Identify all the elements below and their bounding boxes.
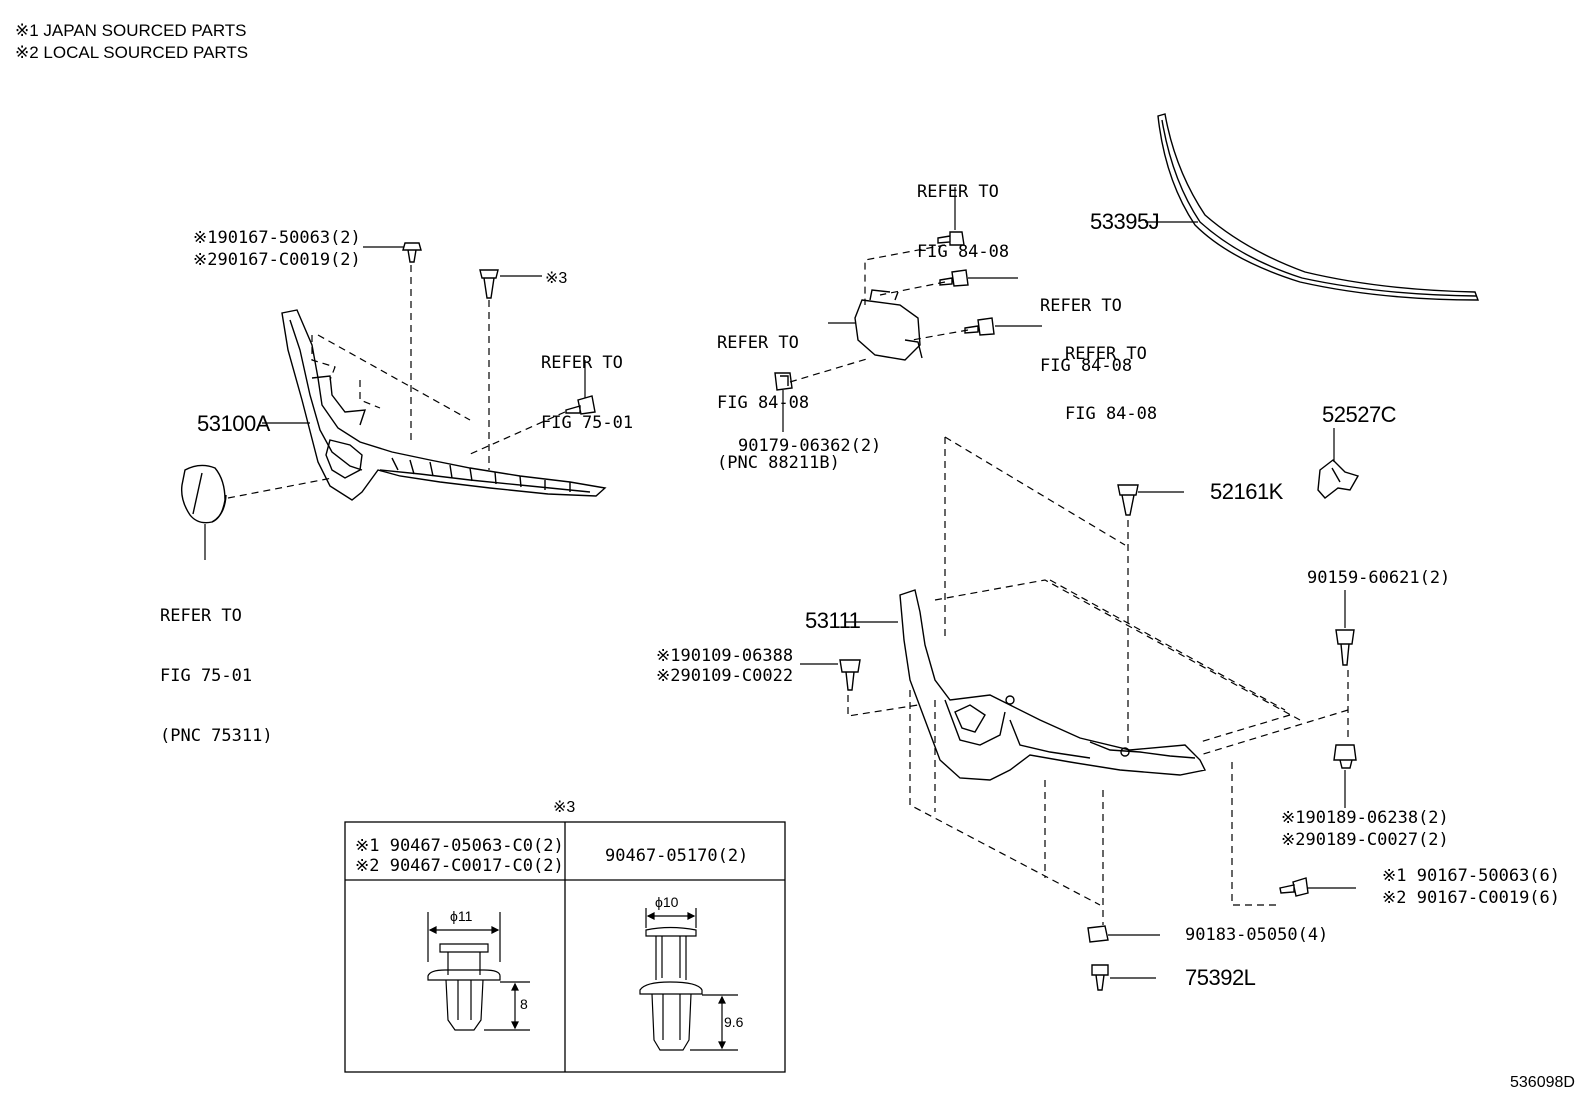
drawing-id: 536098D <box>1510 1074 1575 1091</box>
refer-to-text: REFER TO <box>1040 296 1122 316</box>
label-refer-84-08-low: REFER TO FIG 84-08 <box>1065 304 1157 444</box>
clip-table-frame <box>344 821 786 1073</box>
refer-to-text: REFER TO <box>717 333 799 353</box>
label-bolt-2: ※290109-C0022 <box>656 666 794 686</box>
label-refer-sensor: REFER TO FIG 84-08 (PNC 88211B) <box>717 293 840 493</box>
fig-ref-text: FIG 84-08 <box>1065 404 1158 424</box>
molding-53395j-drawing <box>1157 113 1480 301</box>
clip-left-length: 8 <box>520 996 528 1012</box>
clip-right-head: 90467-05170(2) <box>605 846 749 866</box>
grille-53100a-drawing <box>281 309 607 501</box>
refer-to-text: REFER TO <box>160 606 242 626</box>
label-screw-top-2: ※290167-C0019(2) <box>193 250 361 270</box>
fastener-drawings <box>402 231 1357 991</box>
label-90159: 90159-60621(2) <box>1307 568 1451 588</box>
clip-left-diameter: ϕ11 <box>450 908 473 924</box>
label-refer-84-08-top: REFER TO FIG 84-08 <box>917 142 1009 282</box>
label-52527c: 52527C <box>1322 402 1397 427</box>
sensor-drawing <box>854 289 923 361</box>
clip-right-diameter: ϕ10 <box>655 894 679 910</box>
refer-to-text: REFER TO <box>541 353 623 373</box>
leader-lines <box>204 187 1356 979</box>
fig-ref-text: FIG 75-01 <box>160 666 253 686</box>
label-screw-r-1: ※1 90167-50063(6) <box>1382 866 1561 886</box>
clip-table-title: ※3 <box>553 799 576 816</box>
bracket-52527c-drawing <box>1317 459 1360 499</box>
clip-right-length: 9.6 <box>724 1014 744 1030</box>
retainer-53111-drawing <box>899 589 1207 781</box>
fig-ref-text: FIG 84-08 <box>1040 356 1133 376</box>
legend-local: ※2 LOCAL SOURCED PARTS <box>15 43 249 62</box>
label-75392l: 75392L <box>1185 965 1256 990</box>
fig-ref-text: FIG 84-08 <box>917 242 1010 262</box>
label-refer-75-01-top: REFER TO FIG 75-01 <box>541 313 633 453</box>
label-53111: 53111 <box>805 608 861 633</box>
label-screw-r-2: ※2 90167-C0019(6) <box>1382 888 1561 908</box>
label-mark3: ※3 <box>545 270 568 287</box>
refer-to-text: REFER TO <box>917 182 999 202</box>
fig-ref-text: FIG 84-08 <box>717 393 810 413</box>
label-53395j: 53395J <box>1090 209 1160 234</box>
label-bolt-1: ※190109-06388 <box>656 646 794 666</box>
refer-to-text: REFER TO <box>1065 344 1147 364</box>
label-nut-2: ※290189-C0027(2) <box>1281 830 1449 850</box>
label-53100a: 53100A <box>197 411 270 436</box>
label-52161k: 52161K <box>1210 479 1283 504</box>
clip-detail-drawings <box>427 908 738 1051</box>
label-refer-84-08-mid: REFER TO FIG 84-08 <box>1040 256 1132 396</box>
emblem-drawing <box>180 464 227 524</box>
label-refer-emblem: REFER TO FIG 75-01 (PNC 75311) <box>160 566 273 766</box>
label-90179: 90179-06362(2) <box>738 436 882 456</box>
clip-left-head-1: ※1 90467-05063-C0(2) <box>355 836 564 856</box>
assembly-dashes <box>227 244 1349 925</box>
label-90183: 90183-05050(4) <box>1185 925 1329 945</box>
pnc-ref-text: (PNC 75311) <box>160 726 273 746</box>
legend-japan: ※1 JAPAN SOURCED PARTS <box>15 21 247 40</box>
pnc-ref-text: (PNC 88211B) <box>717 453 840 473</box>
fig-ref-text: FIG 75-01 <box>541 413 634 433</box>
label-nut-1: ※190189-06238(2) <box>1281 808 1449 828</box>
clip-left-head-2: ※2 90467-C0017-C0(2) <box>355 856 564 876</box>
label-screw-top-1: ※190167-50063(2) <box>193 228 361 248</box>
